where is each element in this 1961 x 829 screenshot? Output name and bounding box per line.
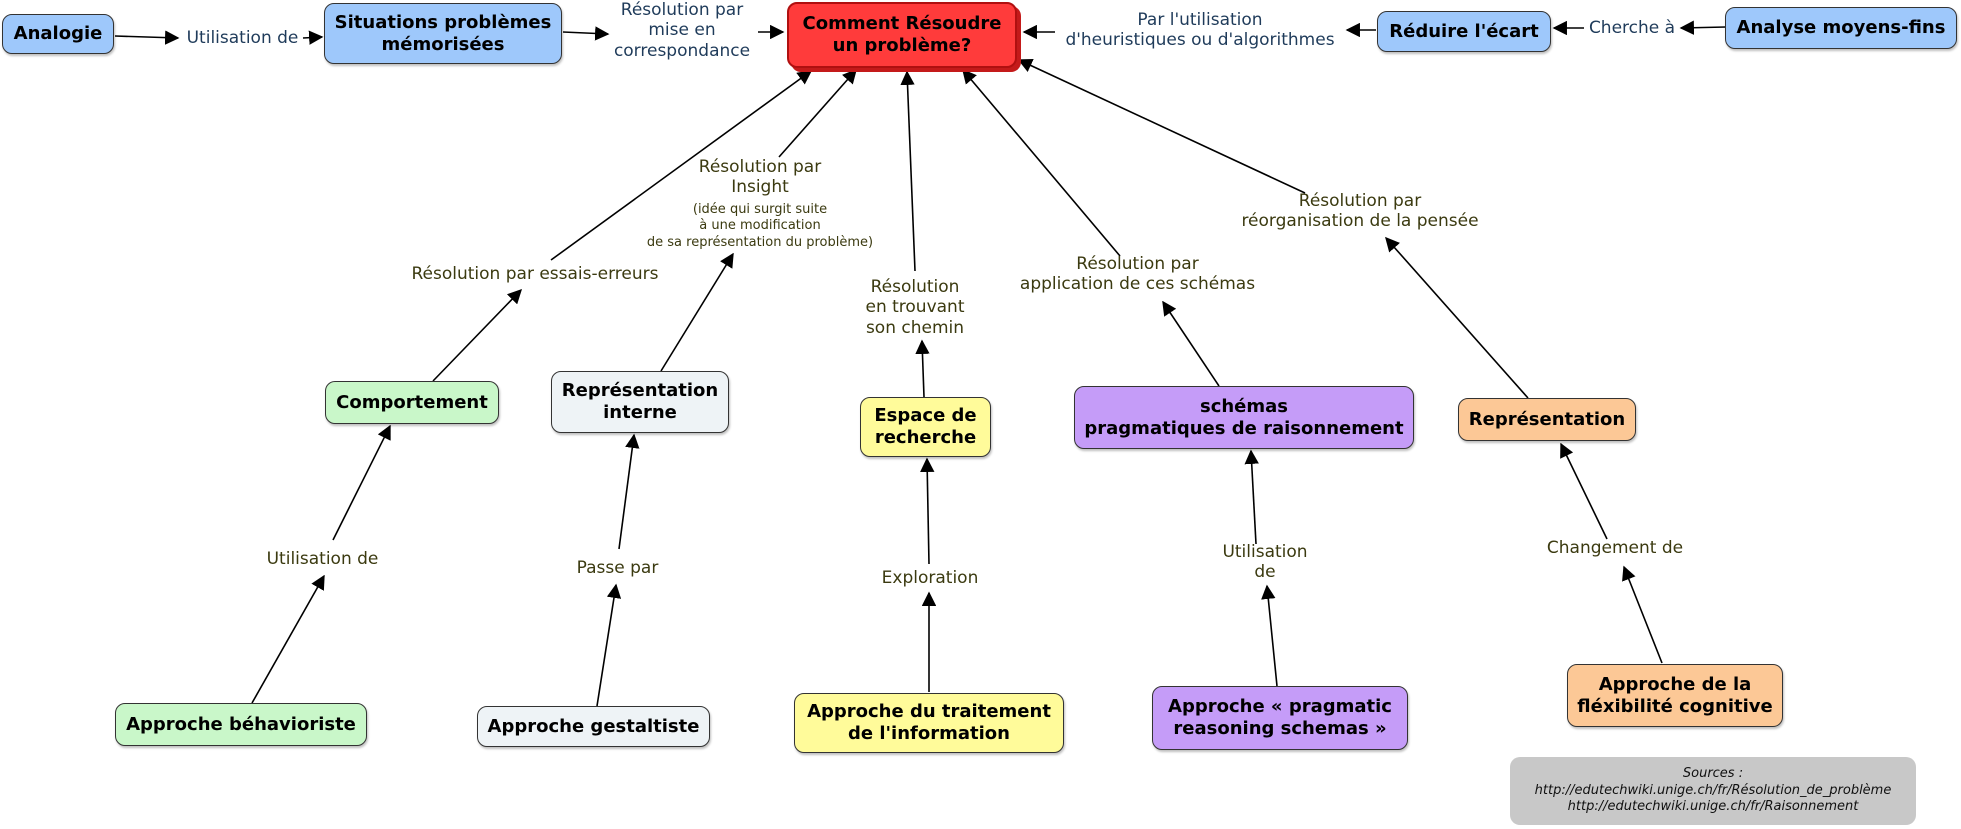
edge-repinterne-insight bbox=[660, 252, 734, 372]
edge-utilisationde-schemas bbox=[1244, 449, 1259, 545]
edge-passepar-repinterne bbox=[618, 433, 640, 550]
edge-behavioriste-utilisation bbox=[251, 574, 325, 704]
label-essais-erreurs: Résolution par essais-erreurs bbox=[411, 264, 659, 284]
node-approche-flexibilite[interactable]: Approche de la fléxibilité cognitive bbox=[1567, 664, 1783, 727]
node-situations-memorisees[interactable]: Situations problèmes mémorisées bbox=[324, 3, 562, 64]
edge-pragmatic-utilisationde bbox=[1261, 584, 1278, 687]
label-cherche-a: Cherche à bbox=[1588, 18, 1676, 38]
node-approche-pragmatic[interactable]: Approche « pragmatic reasoning schemas » bbox=[1152, 686, 1408, 750]
edge-label-situations bbox=[302, 30, 324, 45]
edge-flexibilite-changement bbox=[1622, 565, 1663, 664]
node-analogie[interactable]: Analogie bbox=[2, 14, 114, 54]
label-utilisation-de-pragmatic: Utilisation de bbox=[1222, 542, 1308, 583]
node-reduire-ecart[interactable]: Réduire l'écart bbox=[1377, 11, 1551, 52]
edge-changement-representation bbox=[1560, 442, 1608, 540]
label-utilisation-de-low: Utilisation de bbox=[266, 549, 379, 569]
node-approche-traitement[interactable]: Approche du traitement de l'information bbox=[794, 693, 1064, 753]
label-insight-note: (idée qui surgit suite à une modificatio… bbox=[646, 202, 874, 250]
label-reorganisation: Résolution par réorganisation de la pens… bbox=[1241, 191, 1479, 232]
edge-essais-center bbox=[550, 70, 813, 261]
node-approche-gestaltiste[interactable]: Approche gestaltiste bbox=[477, 706, 710, 747]
label-application-schemas: Résolution par application de ces schéma… bbox=[1019, 254, 1256, 295]
label-par-utilisation: Par l'utilisation d'heuristiques ou d'al… bbox=[1065, 10, 1335, 51]
label-resolution-correspondance: Résolution par mise en correspondance bbox=[613, 0, 751, 61]
edge-utilisation-comportement bbox=[332, 424, 391, 541]
label-exploration: Exploration bbox=[881, 568, 979, 588]
node-center[interactable]: Comment Résoudre un problème? bbox=[787, 2, 1017, 68]
node-representation-interne[interactable]: Représentation interne bbox=[551, 371, 729, 433]
edge-analogie-label bbox=[114, 30, 180, 45]
node-representation[interactable]: Représentation bbox=[1458, 398, 1636, 441]
edge-representation-reorganisation bbox=[1385, 236, 1529, 399]
edge-chemin-center bbox=[900, 70, 916, 272]
edge-exploration-espace bbox=[920, 457, 935, 565]
edge-gestaltiste-passepar bbox=[596, 583, 622, 707]
edge-application-center bbox=[962, 68, 1121, 257]
edge-insight-center bbox=[778, 68, 857, 158]
edge-analyse-cherche bbox=[1679, 20, 1727, 35]
edge-schemas-application bbox=[1162, 300, 1220, 387]
node-analyse-moyens-fins[interactable]: Analyse moyens-fins bbox=[1725, 7, 1957, 49]
edge-comportement-essais bbox=[432, 288, 523, 382]
node-espace-recherche[interactable]: Espace de recherche bbox=[860, 397, 991, 457]
sources-box: Sources : http://edutechwiki.unige.ch/fr… bbox=[1510, 757, 1916, 825]
edge-espace-chemin bbox=[915, 339, 930, 398]
edge-reorganisation-center bbox=[1017, 58, 1306, 194]
node-approche-behavioriste[interactable]: Approche béhavioriste bbox=[115, 703, 367, 746]
label-insight: Résolution par Insight bbox=[698, 157, 822, 198]
label-trouvant-chemin: Résolution en trouvant son chemin bbox=[865, 277, 965, 338]
label-utilisation-de-top: Utilisation de bbox=[186, 28, 299, 48]
label-passe-par: Passe par bbox=[576, 558, 659, 578]
label-changement-de: Changement de bbox=[1546, 538, 1684, 558]
edge-situations-label bbox=[562, 26, 610, 41]
node-schemas-pragmatiques[interactable]: schémas pragmatiques de raisonnement bbox=[1074, 386, 1414, 449]
node-comportement[interactable]: Comportement bbox=[325, 381, 499, 424]
